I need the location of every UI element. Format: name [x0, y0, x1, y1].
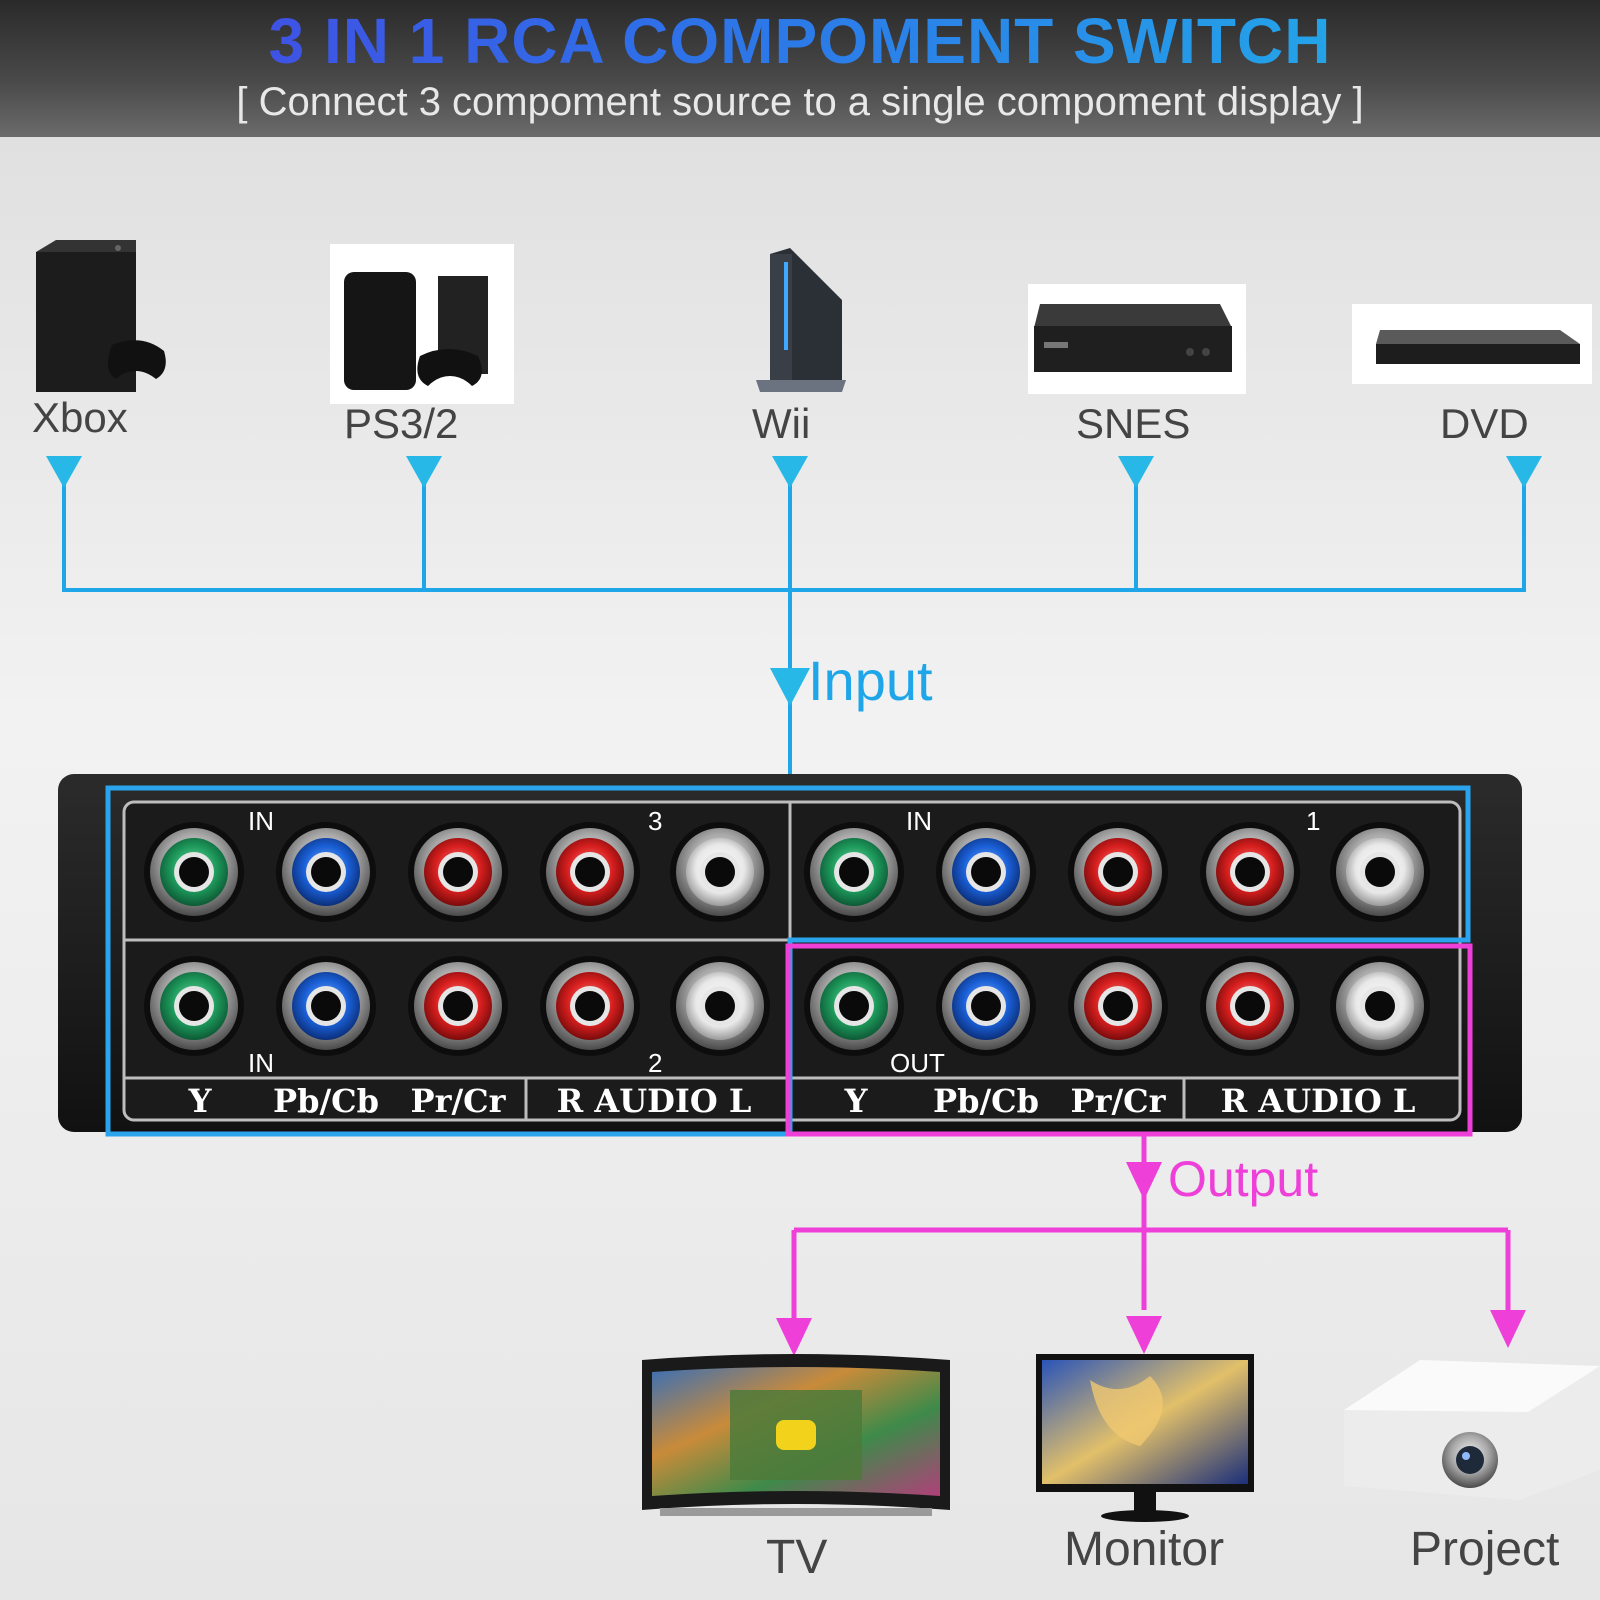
output-flow-label: Output: [1168, 1151, 1319, 1207]
output-arrowheads: [776, 1162, 1526, 1356]
rca-jack-red-top-9: [1200, 822, 1300, 922]
rca-jack-green-bottom-6: [804, 956, 904, 1056]
rca-jack-red-top-8: [1068, 822, 1168, 922]
rca-jack-red-top-3: [408, 822, 508, 922]
source-label-ps: PS3/2: [344, 400, 459, 447]
label-audio-left: R AUDIO L: [557, 1082, 752, 1120]
rca-jack-green-bottom-1: [144, 956, 244, 1056]
label-y-left: Y: [188, 1082, 213, 1120]
rca-jack-white-top-10: [1330, 822, 1430, 922]
in2-number: 2: [648, 1048, 662, 1078]
rca-jack-green-top-6: [804, 822, 904, 922]
rca-jack-blue-top-7: [936, 822, 1036, 922]
snes-receiver-icon: [1028, 284, 1246, 394]
source-label-dvd: DVD: [1440, 400, 1529, 447]
panel-labels: IN 3 IN 1 IN 2 OUT Y Pb/Cb Pr/Cr R AUDIO…: [188, 806, 1416, 1120]
rca-jack-red-bottom-3: [408, 956, 508, 1056]
source-label-snes: SNES: [1076, 400, 1191, 447]
input-arrowheads: [46, 456, 1542, 706]
tv-icon: [642, 1354, 950, 1516]
rca-jack-white-bottom-10: [1330, 956, 1430, 1056]
output-connector-lines: [791, 1134, 1511, 1320]
output-label-project: Project: [1410, 1523, 1560, 1576]
jack-rows: [144, 822, 1430, 1056]
playstation-icon: [330, 244, 514, 404]
input-highlight-frame: [105, 785, 1471, 1137]
rca-jack-blue-bottom-2: [276, 956, 376, 1056]
in3-number: 3: [648, 806, 662, 836]
dvd-player-icon: [1352, 304, 1592, 384]
header-banner: 3 IN 1 RCA COMPOMENT SWITCH [ Connect 3 …: [0, 0, 1600, 137]
page-title: 3 IN 1 RCA COMPOMENT SWITCH: [0, 4, 1600, 78]
rca-jack-white-bottom-5: [670, 956, 770, 1056]
label-pbcb-right: Pb/Cb: [933, 1082, 1039, 1120]
input-flow-label: Input: [808, 649, 933, 712]
label-y-right: Y: [844, 1082, 869, 1120]
wii-icon: [756, 248, 846, 392]
source-label-wii: Wii: [752, 400, 811, 447]
label-audio-right: R AUDIO L: [1221, 1082, 1416, 1120]
output-label-tv: TV: [766, 1531, 828, 1584]
rca-jack-red-bottom-4: [540, 956, 640, 1056]
page-subtitle: [ Connect 3 compoment source to a single…: [236, 80, 1364, 124]
output-highlight-frame: [785, 943, 1473, 1137]
in3-label: IN: [248, 806, 274, 836]
output-label-monitor: Monitor: [1064, 1523, 1225, 1576]
label-pbcb-left: Pb/Cb: [273, 1082, 379, 1120]
rca-jack-green-top-1: [144, 822, 244, 922]
switch-panel: [58, 774, 1522, 1137]
source-label-xbox: Xbox: [32, 394, 128, 441]
label-prcr-right: Pr/Cr: [1071, 1082, 1167, 1120]
xbox-icon: [36, 240, 166, 392]
in1-number: 1: [1306, 806, 1320, 836]
input-connector-lines: [62, 478, 1526, 790]
in1-label: IN: [906, 806, 932, 836]
label-prcr-left: Pr/Cr: [411, 1082, 507, 1120]
rca-jack-red-bottom-8: [1068, 956, 1168, 1056]
rca-jack-blue-bottom-7: [936, 956, 1036, 1056]
rca-jack-white-top-5: [670, 822, 770, 922]
projector-icon: [1344, 1360, 1600, 1500]
monitor-icon: [1036, 1354, 1254, 1522]
out-label: OUT: [890, 1048, 945, 1078]
in2-label: IN: [248, 1048, 274, 1078]
rca-jack-red-bottom-9: [1200, 956, 1300, 1056]
rca-jack-red-top-4: [540, 822, 640, 922]
rca-jack-blue-top-2: [276, 822, 376, 922]
